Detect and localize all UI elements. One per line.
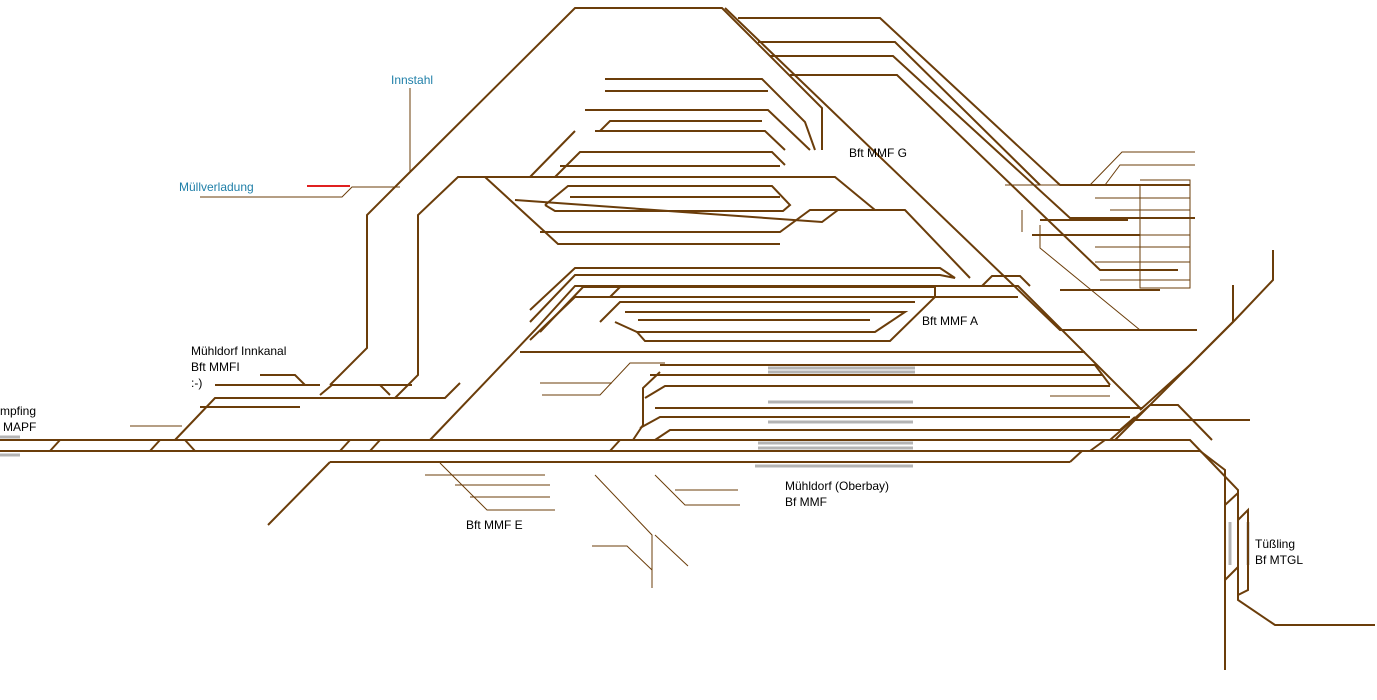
bft-mmf-e-label: Bft MMF E [466,518,523,532]
tuessling-loop [1224,492,1249,596]
innstahl-spur [200,88,411,198]
yard-mmf-e [425,462,740,588]
innkanal-label-2: Bft MMFI [191,360,240,374]
innkanal-label-1: Mühldorf Innkanal [191,344,287,358]
yard-mmf-a [429,267,1141,441]
station-mmf [267,250,1274,526]
tuessling-label-2: Bf MTGL [1255,553,1304,567]
muehldorf-label-1: Mühldorf (Oberbay) [785,479,890,493]
stub-yard-east [1005,151,1195,331]
innkanal-branch [130,7,876,441]
tuessling-label-1: Tüßling [1255,537,1296,551]
bft-mmf-a-label: Bft MMF A [922,314,979,328]
innstahl-label[interactable]: Innstahl [391,73,434,87]
muehldorf-label-2: Bf MMF [785,495,827,509]
platforms [0,366,1250,565]
ampfing-label-2: MAPF [3,420,37,434]
main-line [0,439,1375,670]
yard-mmf-g [484,7,1197,331]
muellverladung-label[interactable]: Müllverladung [179,180,254,194]
innkanal-label-3: :-) [191,376,203,390]
bft-mmf-g-label: Bft MMF G [849,146,907,160]
ampfing-label-1: mpfing [0,404,37,418]
